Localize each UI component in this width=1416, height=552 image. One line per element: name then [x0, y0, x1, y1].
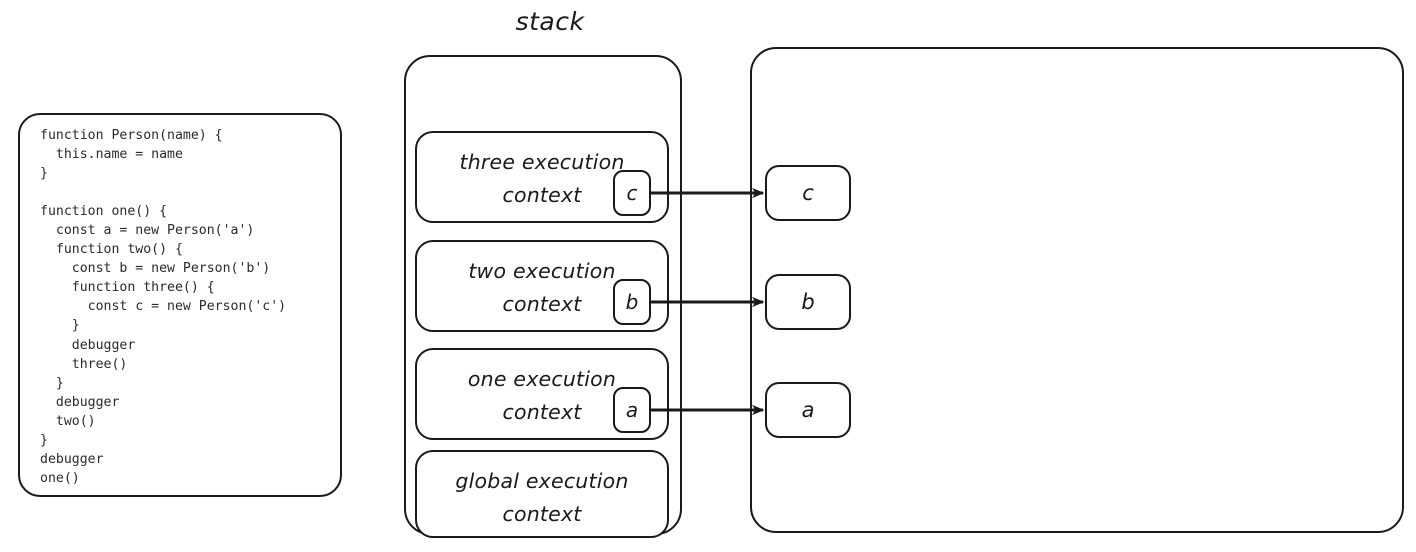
code-panel: function Person(name) { this.name = name…	[18, 113, 342, 497]
stack-frame-one-line1: one execution	[467, 367, 617, 391]
stack-frame-global-line1: global execution	[455, 469, 629, 493]
stack-frame-three-line1: three execution	[459, 150, 625, 174]
stack-slot-c: c	[613, 170, 651, 216]
stack-frame-one-line2: context	[502, 400, 582, 424]
stack-frame-three-label: three execution context	[417, 146, 667, 212]
stack-frame-two: two execution context	[415, 240, 669, 332]
heap-object-c: c	[765, 165, 851, 221]
stack-slot-a: a	[613, 387, 651, 433]
stack-frame-global: global execution context	[415, 450, 669, 538]
stack-frame-three-line2: context	[502, 183, 582, 207]
stack-frame-two-line1: two execution	[468, 259, 616, 283]
heap-container	[750, 47, 1404, 533]
stack-frame-two-line2: context	[502, 292, 582, 316]
stack-frame-global-label: global execution context	[417, 465, 667, 531]
stack-frame-one-label: one execution context	[417, 363, 667, 429]
stack-frame-two-label: two execution context	[417, 255, 667, 321]
stack-frame-global-line2: context	[502, 502, 582, 526]
heap-object-b: b	[765, 274, 851, 330]
stack-title-label: stack	[515, 7, 585, 36]
heap-object-a: a	[765, 382, 851, 438]
code-source-text: function Person(name) { this.name = name…	[40, 128, 287, 486]
stack-slot-b: b	[613, 279, 651, 325]
